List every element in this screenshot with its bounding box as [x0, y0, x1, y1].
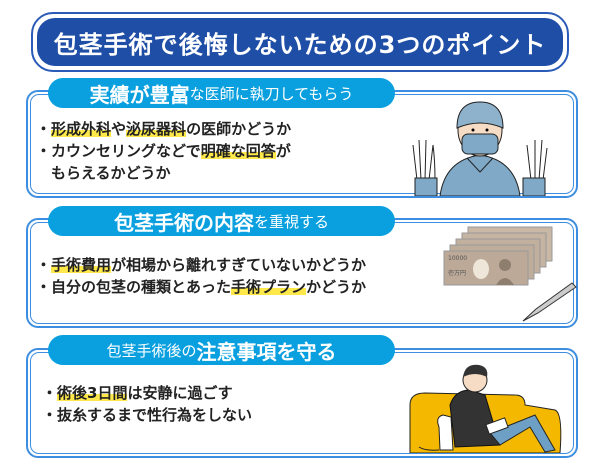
text: は安静に過ごす — [127, 384, 233, 402]
label-text: な医師に執刀してもらう — [189, 84, 354, 103]
text: ・抜糸するまで性行為をしない — [42, 406, 253, 424]
text: かどうか — [306, 278, 367, 296]
page-title: 包茎手術で後悔しないための3つのポイント — [37, 18, 563, 66]
highlighted-text: 形成外科 — [51, 120, 112, 138]
section-lines-2: ・手術費用が相場から離れすぎていないかどうか・自分の包茎の種類とあった手術プラン… — [36, 254, 366, 298]
text: ・ — [42, 384, 58, 402]
list-item: ・抜糸するまで性行為をしない — [42, 404, 252, 426]
section-lines-1: ・形成外科や泌尿器科の医師かどうか・カウンセリングなどで明確な回答が もらえるか… — [36, 118, 291, 184]
surgeon-illustration — [412, 101, 548, 196]
highlighted-text: 手術プラン — [231, 278, 307, 296]
section-label-3: 包茎手術後の注意事項を守る — [48, 335, 395, 365]
text: ・ — [36, 120, 52, 138]
section-lines-3: ・術後3日間は安静に過ごす・抜糸するまで性行為をしない — [42, 382, 252, 426]
text: ・ — [36, 256, 52, 274]
text: もらえるかどうか — [36, 164, 171, 182]
highlighted-text: 明確な回答 — [200, 142, 276, 160]
list-item: ・形成外科や泌尿器科の医師かどうか — [36, 118, 291, 140]
text: ・自分の包茎の種類とあった — [36, 278, 232, 296]
relaxing-man-cat-illustration — [409, 364, 562, 453]
banknote-value: 10000 — [448, 255, 467, 262]
text: が — [275, 142, 291, 160]
label-text: 注意事項を守る — [196, 339, 337, 364]
text: ・カウンセリングなどで — [36, 142, 201, 160]
label-text: を重視する — [253, 212, 329, 231]
list-item: ・手術費用が相場から離れすぎていないかどうか — [36, 254, 366, 276]
banknotes-scalpel-illustration: 10000 壱万円 — [443, 226, 577, 322]
highlighted-text: 手術費用 — [51, 256, 112, 274]
section-label-1: 実績が豊富な医師に執刀してもらう — [48, 78, 395, 108]
title-banner: 包茎手術で後悔しないための3つのポイント — [31, 12, 569, 72]
list-item: ・カウンセリングなどで明確な回答が — [36, 140, 291, 162]
text: の医師かどうか — [186, 120, 292, 138]
label-text: 実績が豊富 — [89, 82, 190, 107]
highlighted-text: 泌尿器科 — [126, 120, 187, 138]
label-text: 包茎手術後の — [106, 341, 197, 360]
list-item: ・術後3日間は安静に過ごす — [42, 382, 252, 404]
section-label-2: 包茎手術の内容を重視する — [48, 206, 395, 236]
highlighted-text: 術後3日間 — [57, 384, 128, 402]
list-item: ・自分の包茎の種類とあった手術プランかどうか — [36, 276, 366, 298]
text: や — [111, 120, 127, 138]
list-item: もらえるかどうか — [36, 162, 291, 184]
banknote-text: 壱万円 — [448, 269, 466, 277]
text: が相場から離れすぎていないかどうか — [111, 256, 367, 274]
label-text: 包茎手術の内容 — [113, 210, 254, 235]
